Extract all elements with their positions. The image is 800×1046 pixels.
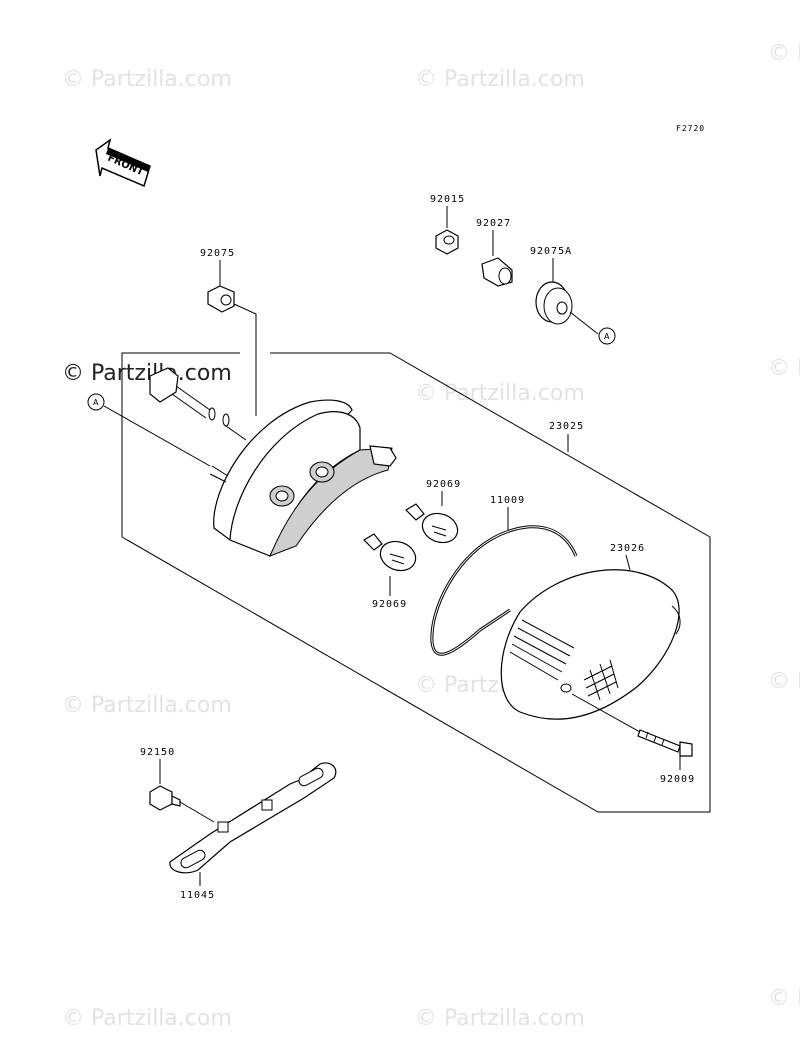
wiring-socket	[149, 367, 247, 441]
part-11045: 11045	[169, 762, 337, 901]
part-label-92075A: 92075A	[530, 246, 572, 257]
lamp-housing-base	[209, 399, 397, 557]
part-label-23025: 23025	[549, 421, 584, 432]
part-11009: 11009	[430, 495, 578, 656]
ref-marker-letter: A	[93, 398, 99, 407]
ref-marker-letter: A	[604, 332, 610, 341]
part-92027: 92027	[476, 218, 513, 287]
part-label-92075: 92075	[200, 248, 235, 259]
watermark: © Partzilla.com	[62, 67, 232, 92]
watermark: © Partzilla.com	[415, 1006, 585, 1031]
watermark: © Partzilla.com	[768, 986, 800, 1011]
part-label-23026: 23026	[610, 543, 645, 554]
part-92009: 92009	[637, 729, 695, 785]
ref-marker-a-top	[598, 327, 616, 345]
part-label-11045: 11045	[180, 890, 215, 901]
watermark: © Partzilla.com	[768, 41, 800, 66]
part-label-92069-top: 92069	[426, 479, 461, 490]
part-92075A: 92075A A	[530, 246, 616, 345]
watermarks: © Partzilla.com © Partzilla.com © Partzi…	[62, 41, 800, 1031]
part-92150: 92150	[140, 747, 215, 823]
front-arrow: FRONT	[95, 138, 151, 188]
lens-pattern	[509, 619, 619, 701]
part-label-92015: 92015	[430, 194, 465, 205]
part-label-92027: 92027	[476, 218, 511, 229]
part-92015: 92015	[430, 194, 465, 255]
part-label-92069-bottom: 92069	[372, 599, 407, 610]
watermark-main: © Partzilla.com	[62, 361, 232, 386]
watermark: © Partzilla.com	[768, 356, 800, 381]
part-92069-bottom: 92069	[363, 533, 417, 610]
watermark: © Partzilla.com	[62, 693, 232, 718]
part-label-92150: 92150	[140, 747, 175, 758]
watermark: © Partzilla.com	[62, 1006, 232, 1031]
assembly-frame	[121, 352, 711, 813]
part-label-11009: 11009	[490, 495, 525, 506]
part-23026: 23026	[500, 543, 681, 733]
watermark: © Partzilla.com	[768, 669, 800, 694]
part-92075: 92075	[200, 248, 257, 416]
part-92069-top: 92069	[405, 479, 461, 544]
ref-marker-a-left: A	[87, 393, 211, 467]
part-label-92009: 92009	[660, 774, 695, 785]
diagram-code: F2720	[676, 124, 705, 133]
watermark: © Partzilla.com	[415, 381, 585, 406]
watermark: © Partzilla.com	[415, 67, 585, 92]
